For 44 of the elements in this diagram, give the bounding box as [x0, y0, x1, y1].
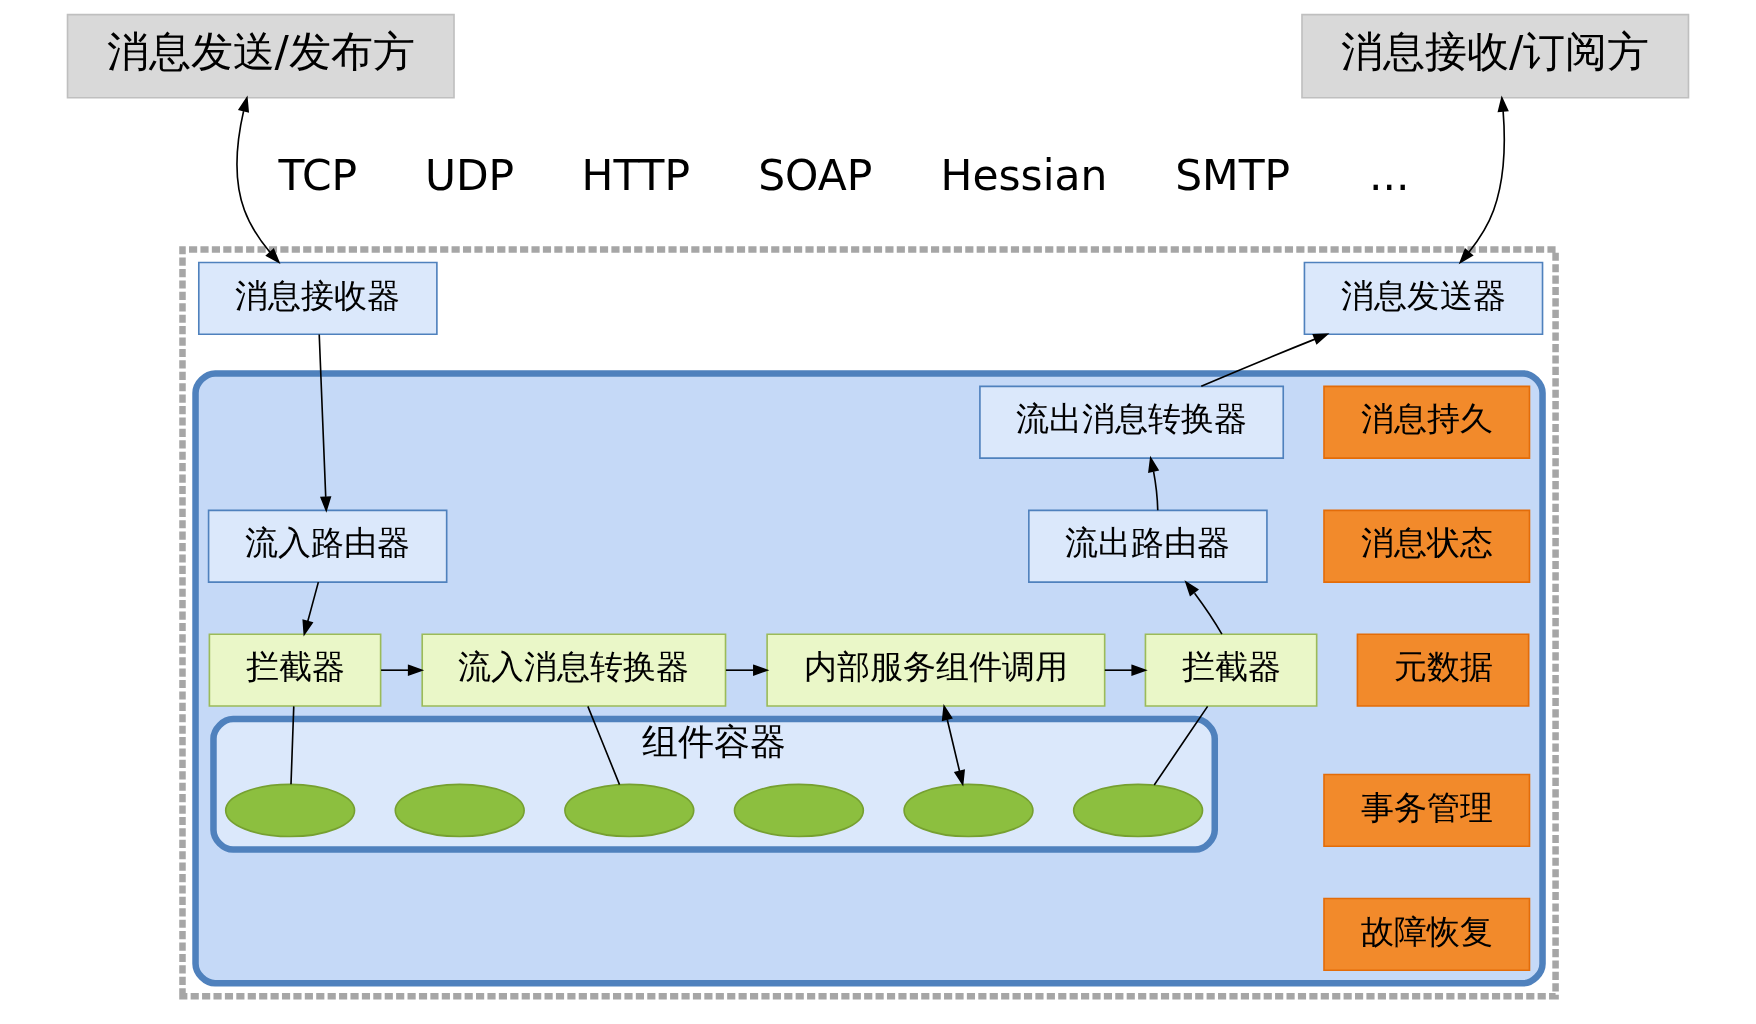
label: UDP [424, 151, 515, 201]
node-box: 消息接收器 [198, 261, 438, 336]
label: SOAP [758, 151, 873, 201]
arrow [941, 703, 965, 787]
arrow [725, 664, 770, 676]
node-box: 流出消息转换器 [979, 385, 1285, 459]
node-box: 消息发送器 [1303, 261, 1544, 336]
node-box: 拦截器 [1144, 633, 1318, 707]
label: TCP [278, 151, 358, 201]
connector [587, 705, 621, 786]
node-ellipse [394, 783, 525, 838]
node-box: 元数据 [1356, 633, 1530, 707]
arrow [318, 333, 332, 513]
node-ellipse [564, 783, 695, 838]
label: Hessian [940, 151, 1108, 201]
arrow [1104, 664, 1148, 676]
node-box: 故障恢复 [1323, 897, 1531, 972]
node-box: 流入消息转换器 [421, 633, 727, 707]
label: SMTP [1175, 151, 1291, 201]
arrow [236, 95, 281, 265]
node-ellipse [903, 783, 1034, 838]
arrow [380, 664, 425, 676]
node-box: 消息持久 [1323, 385, 1531, 459]
cluster [192, 370, 1546, 987]
node-box: 消息发送/发布方 [66, 13, 455, 99]
connector [1153, 705, 1209, 786]
label: HTTP [581, 151, 691, 201]
node-ellipse [733, 783, 865, 838]
arrow [1148, 455, 1160, 512]
node-ellipse [224, 783, 356, 838]
label: ... [1369, 151, 1410, 201]
node-box: 内部服务组件调用 [766, 633, 1106, 707]
node-box: 消息状态 [1323, 509, 1531, 583]
node-ellipse [1072, 783, 1204, 838]
node-box: 事务管理 [1323, 773, 1531, 848]
arrow [1200, 333, 1330, 388]
node-box: 消息接收/订阅方 [1301, 13, 1690, 99]
arrow [1458, 95, 1509, 265]
node-box: 流入路由器 [207, 509, 448, 583]
arrow [1184, 580, 1223, 636]
connector [290, 705, 295, 785]
arrow [302, 581, 320, 637]
node-box: 流出路由器 [1028, 509, 1268, 583]
node-box: 拦截器 [208, 633, 382, 707]
